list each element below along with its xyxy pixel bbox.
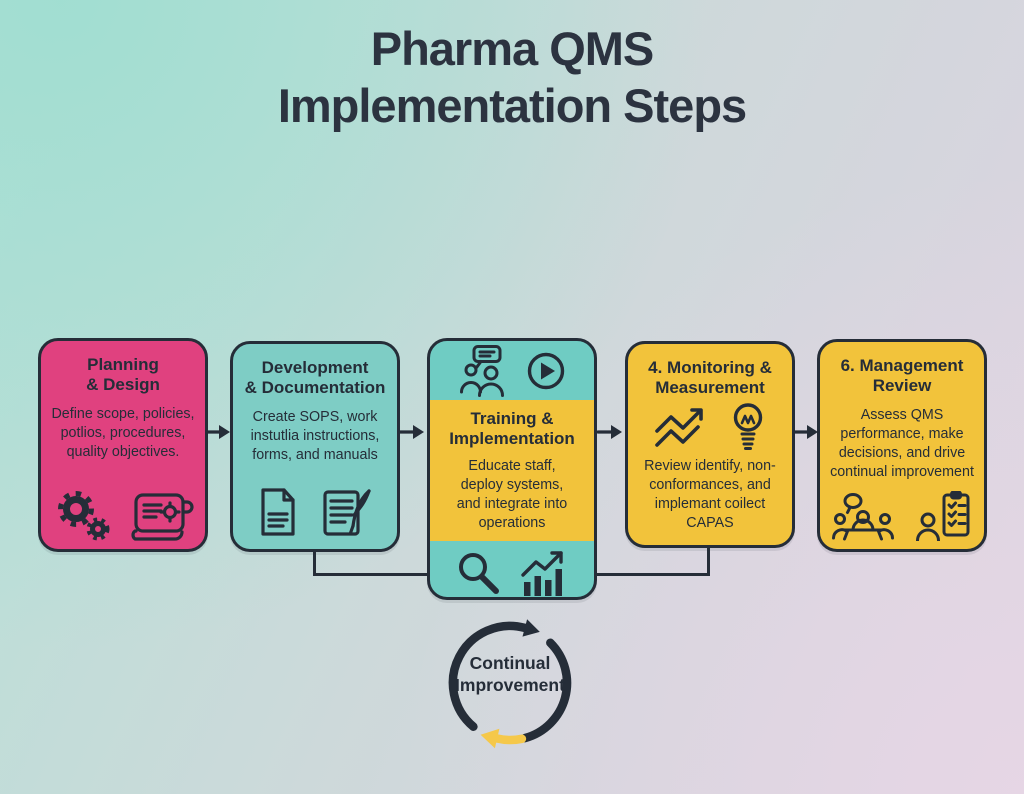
title-line-2: Implementation Steps (277, 79, 747, 133)
scroll-certificate-icon (128, 489, 194, 541)
magnifier-icon (453, 550, 501, 597)
card-mid-band: Training & Implementation Educate staff,… (430, 400, 594, 541)
card-title-line: 6. Management (840, 356, 964, 375)
card-title-line: Implementation (449, 429, 575, 449)
card-training-implementation: Training & Implementation Educate staff,… (427, 338, 597, 600)
card-body: Review identify, non-conformances, and i… (644, 458, 776, 531)
card-title-line: Training & (470, 409, 554, 428)
card-top-icons (430, 341, 594, 400)
continual-improvement-loop: Continual Improvement (430, 597, 590, 769)
connector-training-to-monitoring (597, 548, 710, 576)
card-monitoring-measurement: 4. Monitoring & Measurement (625, 341, 795, 548)
card-title-line: Review (872, 376, 932, 396)
loop-label-line: Improvement (455, 674, 565, 695)
meeting-icon (832, 493, 894, 541)
connector-development-to-training (313, 552, 430, 576)
loop-arrow-dark-icon (448, 619, 572, 743)
card-planning-design: Planning & Design Define scope, policies… (38, 338, 208, 552)
document-quill-icon (322, 487, 372, 537)
gears-icon (52, 487, 114, 541)
loop-label-line: Continual (469, 653, 551, 673)
flow-arrow-1-icon (205, 423, 231, 441)
lightbulb-icon (728, 402, 768, 452)
card-body: Assess QMS performance, make decisions, … (830, 407, 974, 480)
card-title: 6. Management Review (820, 342, 984, 396)
title-line-1: Pharma QMS (370, 22, 655, 75)
card-title: Development & Documentation (233, 344, 397, 398)
people-chat-icon (458, 344, 514, 397)
card-icons (41, 487, 205, 541)
card-icons (233, 487, 397, 537)
card-body: Create SOPS, work instutlia instructions… (250, 409, 380, 463)
card-development-documentation: Development & Documentation Create SOPS,… (230, 341, 400, 552)
card-title-line: Measurement (655, 378, 765, 398)
card-management-review: 6. Management Review Assess QMS performa… (817, 339, 987, 552)
person-checklist-icon (916, 491, 972, 541)
flow-arrow-3-icon (597, 423, 623, 441)
card-title: 4. Monitoring & Measurement (628, 344, 792, 398)
card-title-line: Development (261, 358, 369, 377)
loop-arrow-yellow-icon (480, 728, 527, 749)
card-title: Planning & Design (41, 341, 205, 395)
card-body: Define scope, policies, potlios, procedu… (51, 406, 195, 460)
card-bottom-icons (430, 541, 594, 597)
card-title-line: & Documentation (244, 378, 386, 398)
card-title-line: & Design (86, 375, 160, 395)
flow-arrow-4-icon (793, 423, 819, 441)
card-title: Training & Implementation (434, 400, 590, 449)
page-title: Pharma QMS Implementation Steps (0, 20, 1024, 135)
card-title-line: Planning (87, 355, 159, 374)
card-icons (628, 402, 792, 452)
card-icons (820, 491, 984, 541)
flow-arrow-2-icon (399, 423, 425, 441)
loop-label: Continual Improvement (430, 653, 590, 697)
document-icon (258, 487, 298, 537)
play-icon (526, 351, 566, 391)
trend-arrow-icon (652, 406, 716, 452)
card-title-line: 4. Monitoring & (648, 358, 772, 377)
card-body: Educate staff, deploy systems, and integ… (456, 458, 568, 531)
bar-chart-icon (517, 550, 571, 597)
